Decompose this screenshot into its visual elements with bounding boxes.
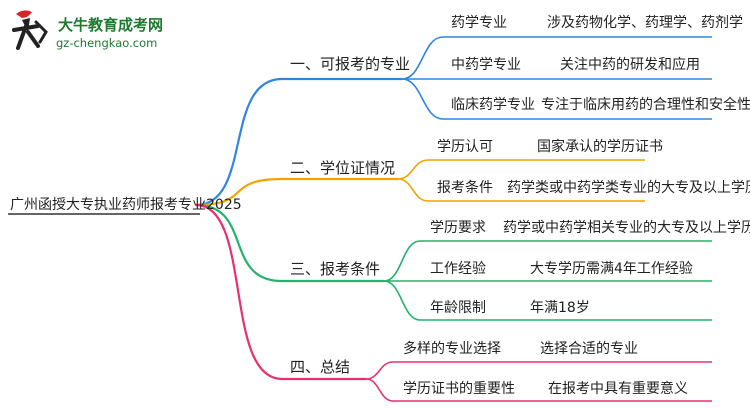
leaf-detail-2-1: 国家承认的学历证书 — [537, 139, 663, 155]
leaf-label-3-3: 年龄限制 — [430, 300, 486, 316]
branch-connector-2 — [195, 177, 283, 207]
leaf-label-4-1: 多样的专业选择 — [403, 341, 501, 357]
leaf-connector-4-1 — [365, 361, 394, 380]
branch-label-2: 二、学位证情况 — [290, 159, 396, 177]
branch-connector-4 — [195, 203, 283, 381]
leaf-label-3-2: 工作经验 — [430, 261, 486, 277]
leaf-label-2-2: 报考条件 — [437, 180, 493, 196]
leaf-connector-2-2 — [397, 178, 429, 202]
leaf-detail-4-1: 选择合适的专业 — [540, 341, 638, 357]
leaf-connector-3-1 — [383, 240, 421, 282]
leaf-detail-1-1: 涉及药物化学、药理学、药剂学 — [547, 15, 743, 31]
leaf-connector-2-1 — [397, 159, 429, 180]
logo-url: gz-chengkao.com — [56, 36, 158, 50]
leaf-connector-1-3 — [401, 78, 444, 120]
leaf-connector-4-2 — [365, 378, 394, 402]
leaf-detail-1-2: 关注中药的研发和应用 — [560, 57, 700, 73]
leaf-detail-2-2: 药学类或中药学类专业的大专及以上学历 — [507, 180, 750, 196]
branch-connector-3 — [195, 203, 283, 283]
leaf-label-2-1: 学历认可 — [437, 139, 493, 155]
branch-label-4: 四、总结 — [290, 358, 351, 376]
branch-label-1: 一、可报考的专业 — [290, 55, 411, 73]
leaf-connector-1-1 — [401, 36, 444, 80]
leaf-connector-3-3 — [383, 280, 421, 321]
branch-connector-1 — [195, 77, 283, 207]
leaf-detail-3-1: 药学或中药学相关专业的大专及以上学历 — [503, 220, 750, 236]
leaf-label-1-2: 中药学专业 — [451, 57, 521, 73]
leaf-detail-3-2: 大专学历需满4年工作经验 — [530, 261, 693, 277]
leaf-detail-3-3: 年满18岁 — [530, 300, 590, 316]
leaf-label-3-1: 学历要求 — [430, 220, 486, 236]
logo-title: 大牛教育成考网 — [58, 16, 164, 34]
root-topic: 广州函授大专执业药师报考专业2025 — [10, 197, 242, 213]
leaf-detail-1-3: 专注于临床用药的合理性和安全性 — [541, 97, 750, 113]
logo: 大牛教育成考网 gz-chengkao.com — [8, 6, 178, 58]
leaf-label-1-3: 临床药学专业 — [451, 97, 535, 113]
logo-mascot-icon — [12, 10, 48, 50]
leaf-label-4-2: 学历证书的重要性 — [403, 381, 515, 397]
leaf-label-1-1: 药学专业 — [451, 15, 507, 31]
branch-label-3: 三、报考条件 — [290, 260, 381, 278]
leaf-detail-4-2: 在报考中具有重要意义 — [548, 381, 688, 397]
